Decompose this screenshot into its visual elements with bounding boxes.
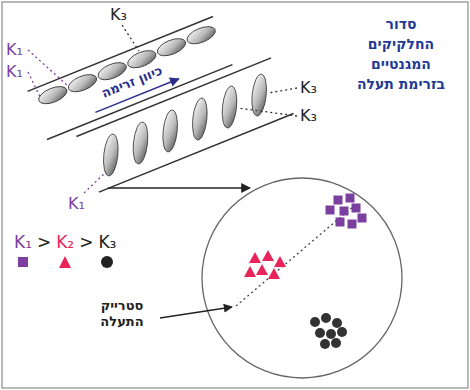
title: סדור החלקיקים המגנטיים בזרימת תעלה (350, 14, 452, 94)
cross-section-circle (202, 178, 402, 378)
streak-leader (160, 307, 232, 318)
legend-text: K₂ (56, 232, 74, 252)
particle-label: K₁ (6, 40, 23, 59)
legend-text: K₁ (14, 232, 32, 252)
legend-swatch (100, 255, 114, 269)
particle-label: K₁ (68, 194, 85, 213)
leader-lines (28, 25, 297, 193)
comparison-sign: > (37, 232, 51, 252)
particle-label: K₃ (300, 106, 317, 125)
particle-label: K₃ (300, 78, 317, 97)
lower-channel (76, 58, 293, 192)
comparison-sign: > (37, 232, 51, 252)
zoom-arrow (108, 187, 250, 188)
legend-swatch (16, 255, 30, 269)
particle-label: K₃ (110, 5, 127, 24)
comparison-sign: > (79, 232, 93, 252)
legend-entry: K₁ (14, 232, 32, 269)
particle-label: K₁ (6, 62, 23, 81)
streak-label: סטרייק התעלה (88, 298, 156, 329)
comparison-sign: > (79, 232, 93, 252)
legend-entry: K₃ (98, 232, 116, 269)
legend-swatch (58, 255, 72, 269)
legend: K₁>K₂>K₃ (14, 232, 116, 269)
legend-text: K₃ (98, 232, 116, 252)
legend-entry: K₂ (56, 232, 74, 269)
